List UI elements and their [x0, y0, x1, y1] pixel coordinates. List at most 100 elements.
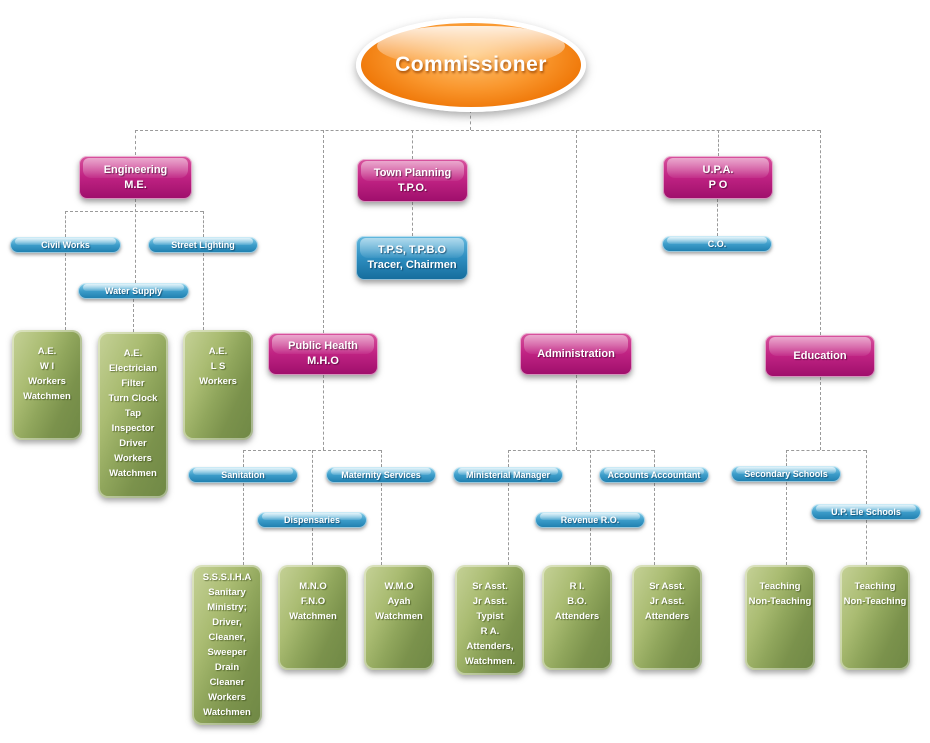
dispensaries-label: Dispensaries	[283, 515, 341, 525]
accounts-staff-label: Sr Asst. Jr Asst. Attenders	[644, 581, 690, 622]
connector-line	[381, 483, 382, 565]
node-ministerial-staff: Sr Asst. Jr Asst. Typist R A. Attenders,…	[455, 565, 525, 675]
connector-line	[508, 483, 509, 565]
connector-line	[65, 211, 66, 237]
node-upa: U.P.A. P O	[663, 156, 773, 199]
upa-label: U.P.A. P O	[702, 163, 734, 191]
revenue-ro-label: Revenue R.O.	[560, 515, 620, 525]
connector-line	[820, 377, 821, 450]
sanitation-label: Sanitation	[221, 470, 265, 480]
connector-line	[786, 450, 787, 466]
connector-line	[590, 450, 591, 512]
engineering-label: Engineering M.E.	[103, 163, 168, 191]
co-label: C.O.	[707, 239, 727, 249]
administration-label: Administration	[537, 347, 615, 360]
node-civil-works: Civil Works	[10, 237, 121, 253]
node-ae-wi-staff: A.E. W I Workers Watchmen	[12, 330, 82, 440]
node-up-ele-school-staff: Teaching Non-Teaching	[840, 565, 910, 670]
civil-works-label: Civil Works	[41, 240, 90, 250]
dispensary-staff-label: M.N.O F.N.O Watchmen	[289, 581, 337, 622]
node-sanitation: Sanitation	[188, 467, 298, 483]
secondary-school-staff-label: Teaching Non-Teaching	[748, 581, 812, 607]
node-revenue-ro: Revenue R.O.	[535, 512, 645, 528]
connector-line	[65, 253, 66, 330]
up-ele-school-staff-label: Teaching Non-Teaching	[843, 581, 907, 607]
connector-line	[135, 199, 136, 283]
node-ministerial-manager: Ministerial Manager	[453, 467, 563, 483]
connector-line	[866, 450, 867, 504]
node-water-supply: Water Supply	[78, 283, 189, 299]
street-lighting-label: Street Lighting	[171, 240, 235, 250]
education-label: Education	[793, 349, 847, 362]
maternity-staff-label: W.M.O Ayah Watchmen	[375, 581, 423, 622]
connector-line	[323, 130, 324, 333]
connector-line	[576, 375, 577, 450]
tps-tpbo-label: T.P.S, T.P.B.O Tracer, Chairmen	[367, 244, 457, 271]
node-commissioner: Commissioner	[356, 18, 586, 112]
connector-line	[576, 130, 577, 333]
node-secondary-school-staff: Teaching Non-Teaching	[745, 565, 815, 670]
node-revenue-staff: R I. B.O. Attenders	[542, 565, 612, 670]
connector-line	[786, 450, 866, 451]
node-maternity-staff: W.M.O Ayah Watchmen	[364, 565, 434, 670]
connector-line	[717, 199, 718, 236]
connector-line	[654, 483, 655, 565]
node-education: Education	[765, 335, 875, 377]
node-sanitation-staff: S.S.S.I.H.A Sanitary Ministry; Driver, C…	[192, 565, 262, 725]
ae-electrician-staff-label: A.E. Electrician Filter Turn Clock Tap I…	[108, 348, 158, 479]
node-administration: Administration	[520, 333, 632, 375]
connector-line	[312, 528, 313, 565]
connector-line	[135, 130, 820, 131]
town-planning-label: Town Planning T.P.O.	[373, 166, 452, 194]
connector-line	[820, 130, 821, 335]
node-dispensaries: Dispensaries	[257, 512, 367, 528]
node-tps-tpbo: T.P.S, T.P.B.O Tracer, Chairmen	[356, 236, 468, 280]
up-ele-schools-label: U.P. Ele Schools	[831, 507, 901, 517]
node-secondary-schools: Secondary Schools	[731, 466, 841, 482]
node-town-planning: Town Planning T.P.O.	[357, 159, 468, 202]
connector-line	[654, 450, 655, 467]
connector-line	[133, 299, 134, 332]
ministerial-manager-label: Ministerial Manager	[465, 470, 551, 480]
connector-line	[203, 211, 204, 237]
node-ae-ls-staff: A.E. L S Workers	[183, 330, 253, 440]
connector-line	[243, 483, 244, 565]
connector-line	[590, 528, 591, 565]
connector-line	[412, 202, 413, 236]
connector-line	[135, 130, 136, 155]
public-health-label: Public Health M.H.O	[288, 340, 358, 367]
node-dispensary-staff: M.N.O F.N.O Watchmen	[278, 565, 348, 670]
connector-line	[312, 450, 313, 512]
node-maternity-services: Maternity Services	[326, 467, 436, 483]
secondary-schools-label: Secondary Schools	[744, 469, 828, 479]
node-ae-electrician-staff: A.E. Electrician Filter Turn Clock Tap I…	[98, 332, 168, 498]
node-accounts-staff: Sr Asst. Jr Asst. Attenders	[632, 565, 702, 670]
node-co: C.O.	[662, 236, 772, 252]
connector-line	[381, 450, 382, 467]
connector-line	[65, 211, 203, 212]
node-street-lighting: Street Lighting	[148, 237, 258, 253]
connector-line	[412, 130, 413, 159]
ministerial-staff-label: Sr Asst. Jr Asst. Typist R A. Attenders,…	[464, 581, 516, 667]
revenue-staff-label: R I. B.O. Attenders	[554, 581, 600, 622]
connector-line	[508, 450, 654, 451]
connector-line	[866, 520, 867, 565]
connector-line	[508, 450, 509, 467]
accounts-accountant-label: Accounts Accountant	[607, 470, 701, 480]
connector-line	[323, 375, 324, 450]
connector-line	[786, 482, 787, 565]
connector-line	[470, 110, 471, 130]
commissioner-label: Commissioner	[395, 53, 547, 76]
node-up-ele-schools: U.P. Ele Schools	[811, 504, 921, 520]
sanitation-staff-label: S.S.S.I.H.A Sanitary Ministry; Driver, C…	[202, 572, 252, 718]
ae-wi-staff-label: A.E. W I Workers Watchmen	[23, 346, 71, 402]
connector-line	[203, 253, 204, 330]
maternity-services-label: Maternity Services	[341, 470, 421, 480]
water-supply-label: Water Supply	[104, 286, 163, 296]
ae-ls-staff-label: A.E. L S Workers	[199, 346, 237, 387]
node-accounts-accountant: Accounts Accountant	[599, 467, 709, 483]
connector-line	[243, 450, 244, 467]
connector-line	[718, 130, 719, 156]
node-public-health: Public Health M.H.O	[268, 333, 378, 375]
